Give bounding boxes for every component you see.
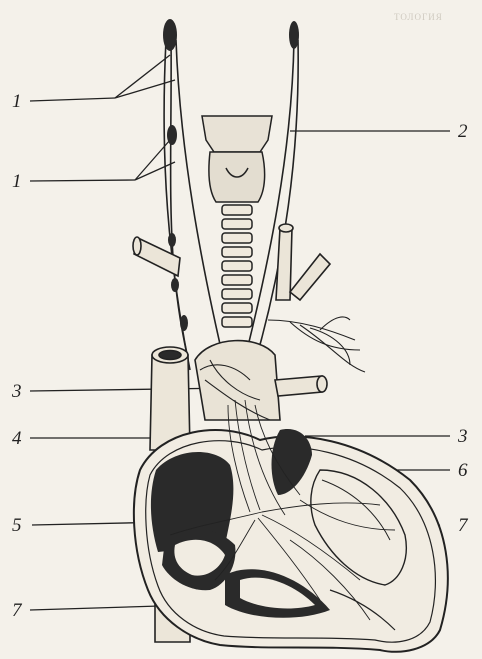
label-6: 6 [458,461,468,480]
label-7-left: 7 [12,601,22,620]
label-1-upper: 1 [12,92,22,111]
label-2: 2 [458,122,468,141]
label-4: 4 [12,429,22,448]
label-7-right: 7 [458,516,468,535]
label-1-lower: 1 [12,172,22,191]
label-3-right: 3 [458,427,468,446]
header-fragment: ТОЛОГИЯ [394,12,443,22]
label-5: 5 [12,516,22,535]
larynx-trachea [202,116,272,327]
label-3-left: 3 [12,382,22,401]
